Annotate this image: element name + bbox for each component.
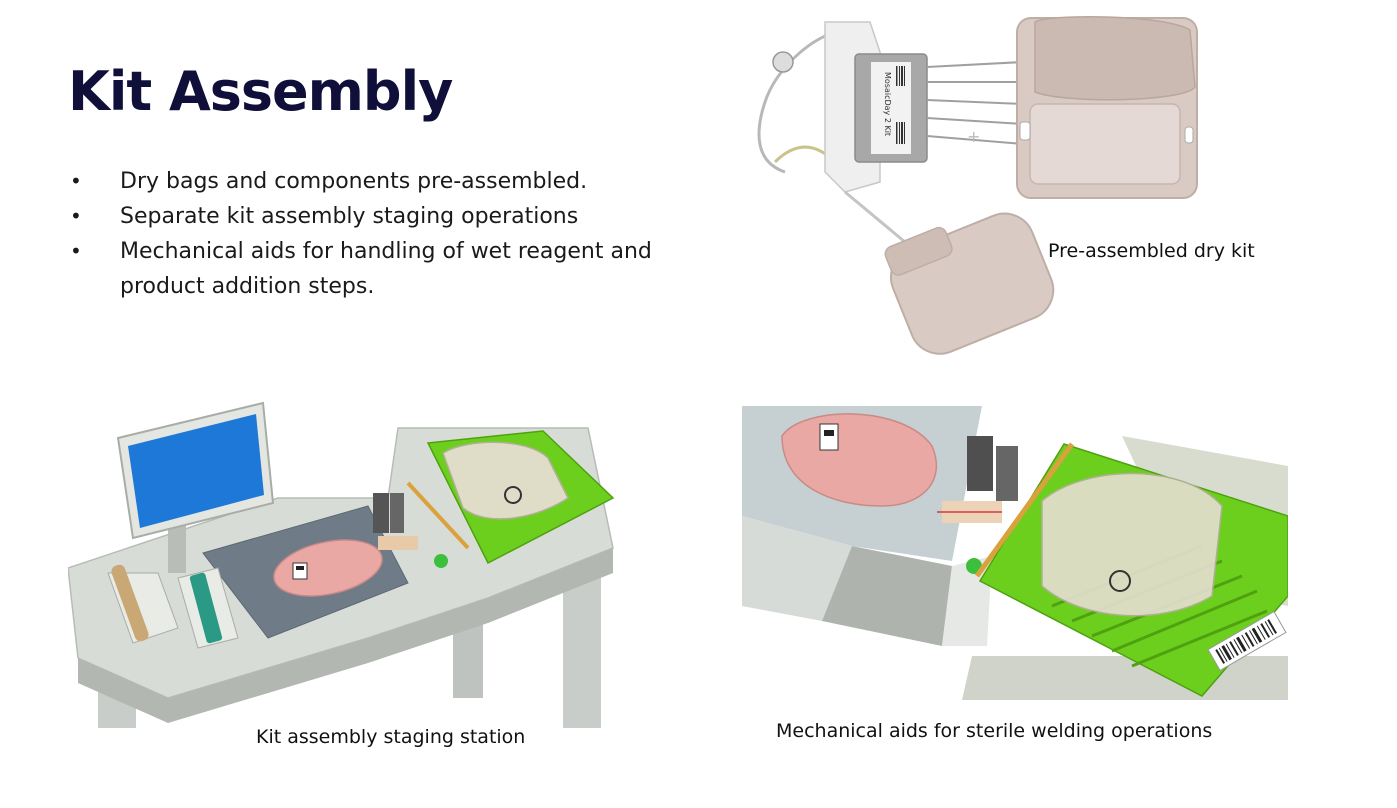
dry-kit-caption: Pre-assembled dry kit — [1048, 240, 1255, 262]
welding-aids-caption: Mechanical aids for sterile welding oper… — [776, 720, 1213, 742]
kit-label-text: MosaicDay 2 Kit — [883, 72, 892, 136]
bullet-item: • Mechanical aids for handling of wet rea… — [70, 234, 670, 304]
bullet-list: •Dry bags and components pre-assembled. … — [70, 164, 670, 304]
bullet-text: Mechanical aids for handling of wet reag… — [120, 239, 652, 299]
dry-kit-illustration: MosaicDay 2 Kit + — [757, 16, 1198, 355]
staging-station-illustration — [68, 401, 615, 728]
bullet-icon: • — [70, 239, 82, 263]
svg-text:+: + — [967, 127, 980, 146]
bullet-icon: • — [70, 204, 82, 228]
bullet-text: Separate kit assembly staging operations — [120, 204, 579, 229]
bullet-icon: • — [70, 169, 82, 193]
bullet-item: • Separate kit assembly staging operation… — [70, 199, 670, 234]
welding-aids-illustration — [742, 406, 1288, 700]
page-title: Kit Assembly — [68, 60, 453, 123]
bullet-text: Dry bags and components pre-assembled. — [120, 169, 588, 194]
bullet-item: • Dry bags and components pre-assembled. — [70, 164, 670, 199]
staging-station-caption: Kit assembly staging station — [256, 726, 526, 748]
